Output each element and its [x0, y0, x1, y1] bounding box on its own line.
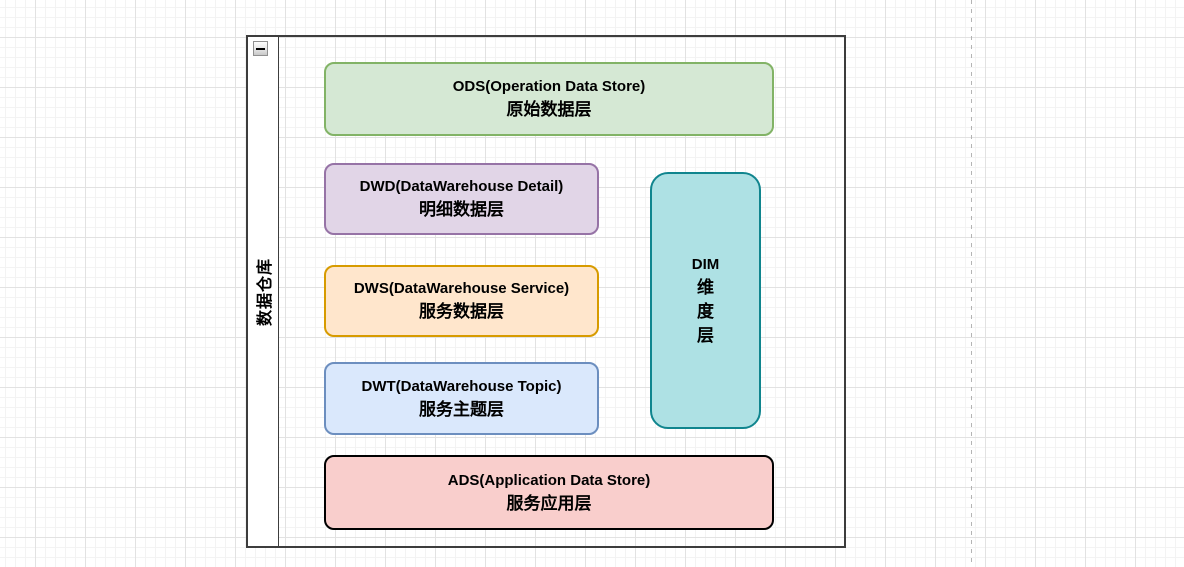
page-break-line: [971, 0, 972, 567]
container-title-lane: 数据仓库: [248, 37, 279, 546]
layer-name-zh: 服务数据层: [419, 302, 504, 321]
layer-box-dim[interactable]: DIM 维度层: [650, 172, 761, 429]
minus-icon: [256, 47, 265, 50]
layer-name-en: DWT(DataWarehouse Topic): [361, 377, 562, 395]
layer-name-en: ODS(Operation Data Store): [452, 78, 646, 95]
layer-box-dws[interactable]: DWS(DataWarehouse Service) 服务数据层: [324, 265, 599, 337]
container-title-label: 数据仓库: [257, 257, 275, 326]
layer-name-zh: 明细数据层: [419, 200, 504, 219]
layer-name-en: DWS(DataWarehouse Service): [353, 280, 570, 297]
container-title: 数据仓库: [248, 37, 278, 546]
collapse-button[interactable]: [253, 41, 268, 56]
layer-name-zh: 原始数据层: [506, 100, 592, 119]
layer-box-dwt[interactable]: DWT(DataWarehouse Topic) 服务主题层: [324, 362, 599, 435]
layer-name-zh: 服务主题层: [419, 399, 504, 419]
layer-name-en: DWD(DataWarehouse Detail): [359, 178, 564, 195]
layer-box-ods[interactable]: ODS(Operation Data Store) 原始数据层: [324, 62, 774, 136]
layer-name-en: ADS(Application Data Store): [447, 471, 651, 489]
layer-name-zh: 服务应用层: [506, 493, 592, 513]
layer-name-zh: 维度层: [696, 277, 714, 345]
layer-box-dwd[interactable]: DWD(DataWarehouse Detail) 明细数据层: [324, 163, 599, 235]
layer-name-en: DIM: [691, 255, 720, 273]
container-data-warehouse[interactable]: 数据仓库 ODS(Operation Data Store) 原始数据层 DWD…: [246, 35, 846, 548]
layer-box-ads[interactable]: ADS(Application Data Store) 服务应用层: [324, 455, 774, 530]
